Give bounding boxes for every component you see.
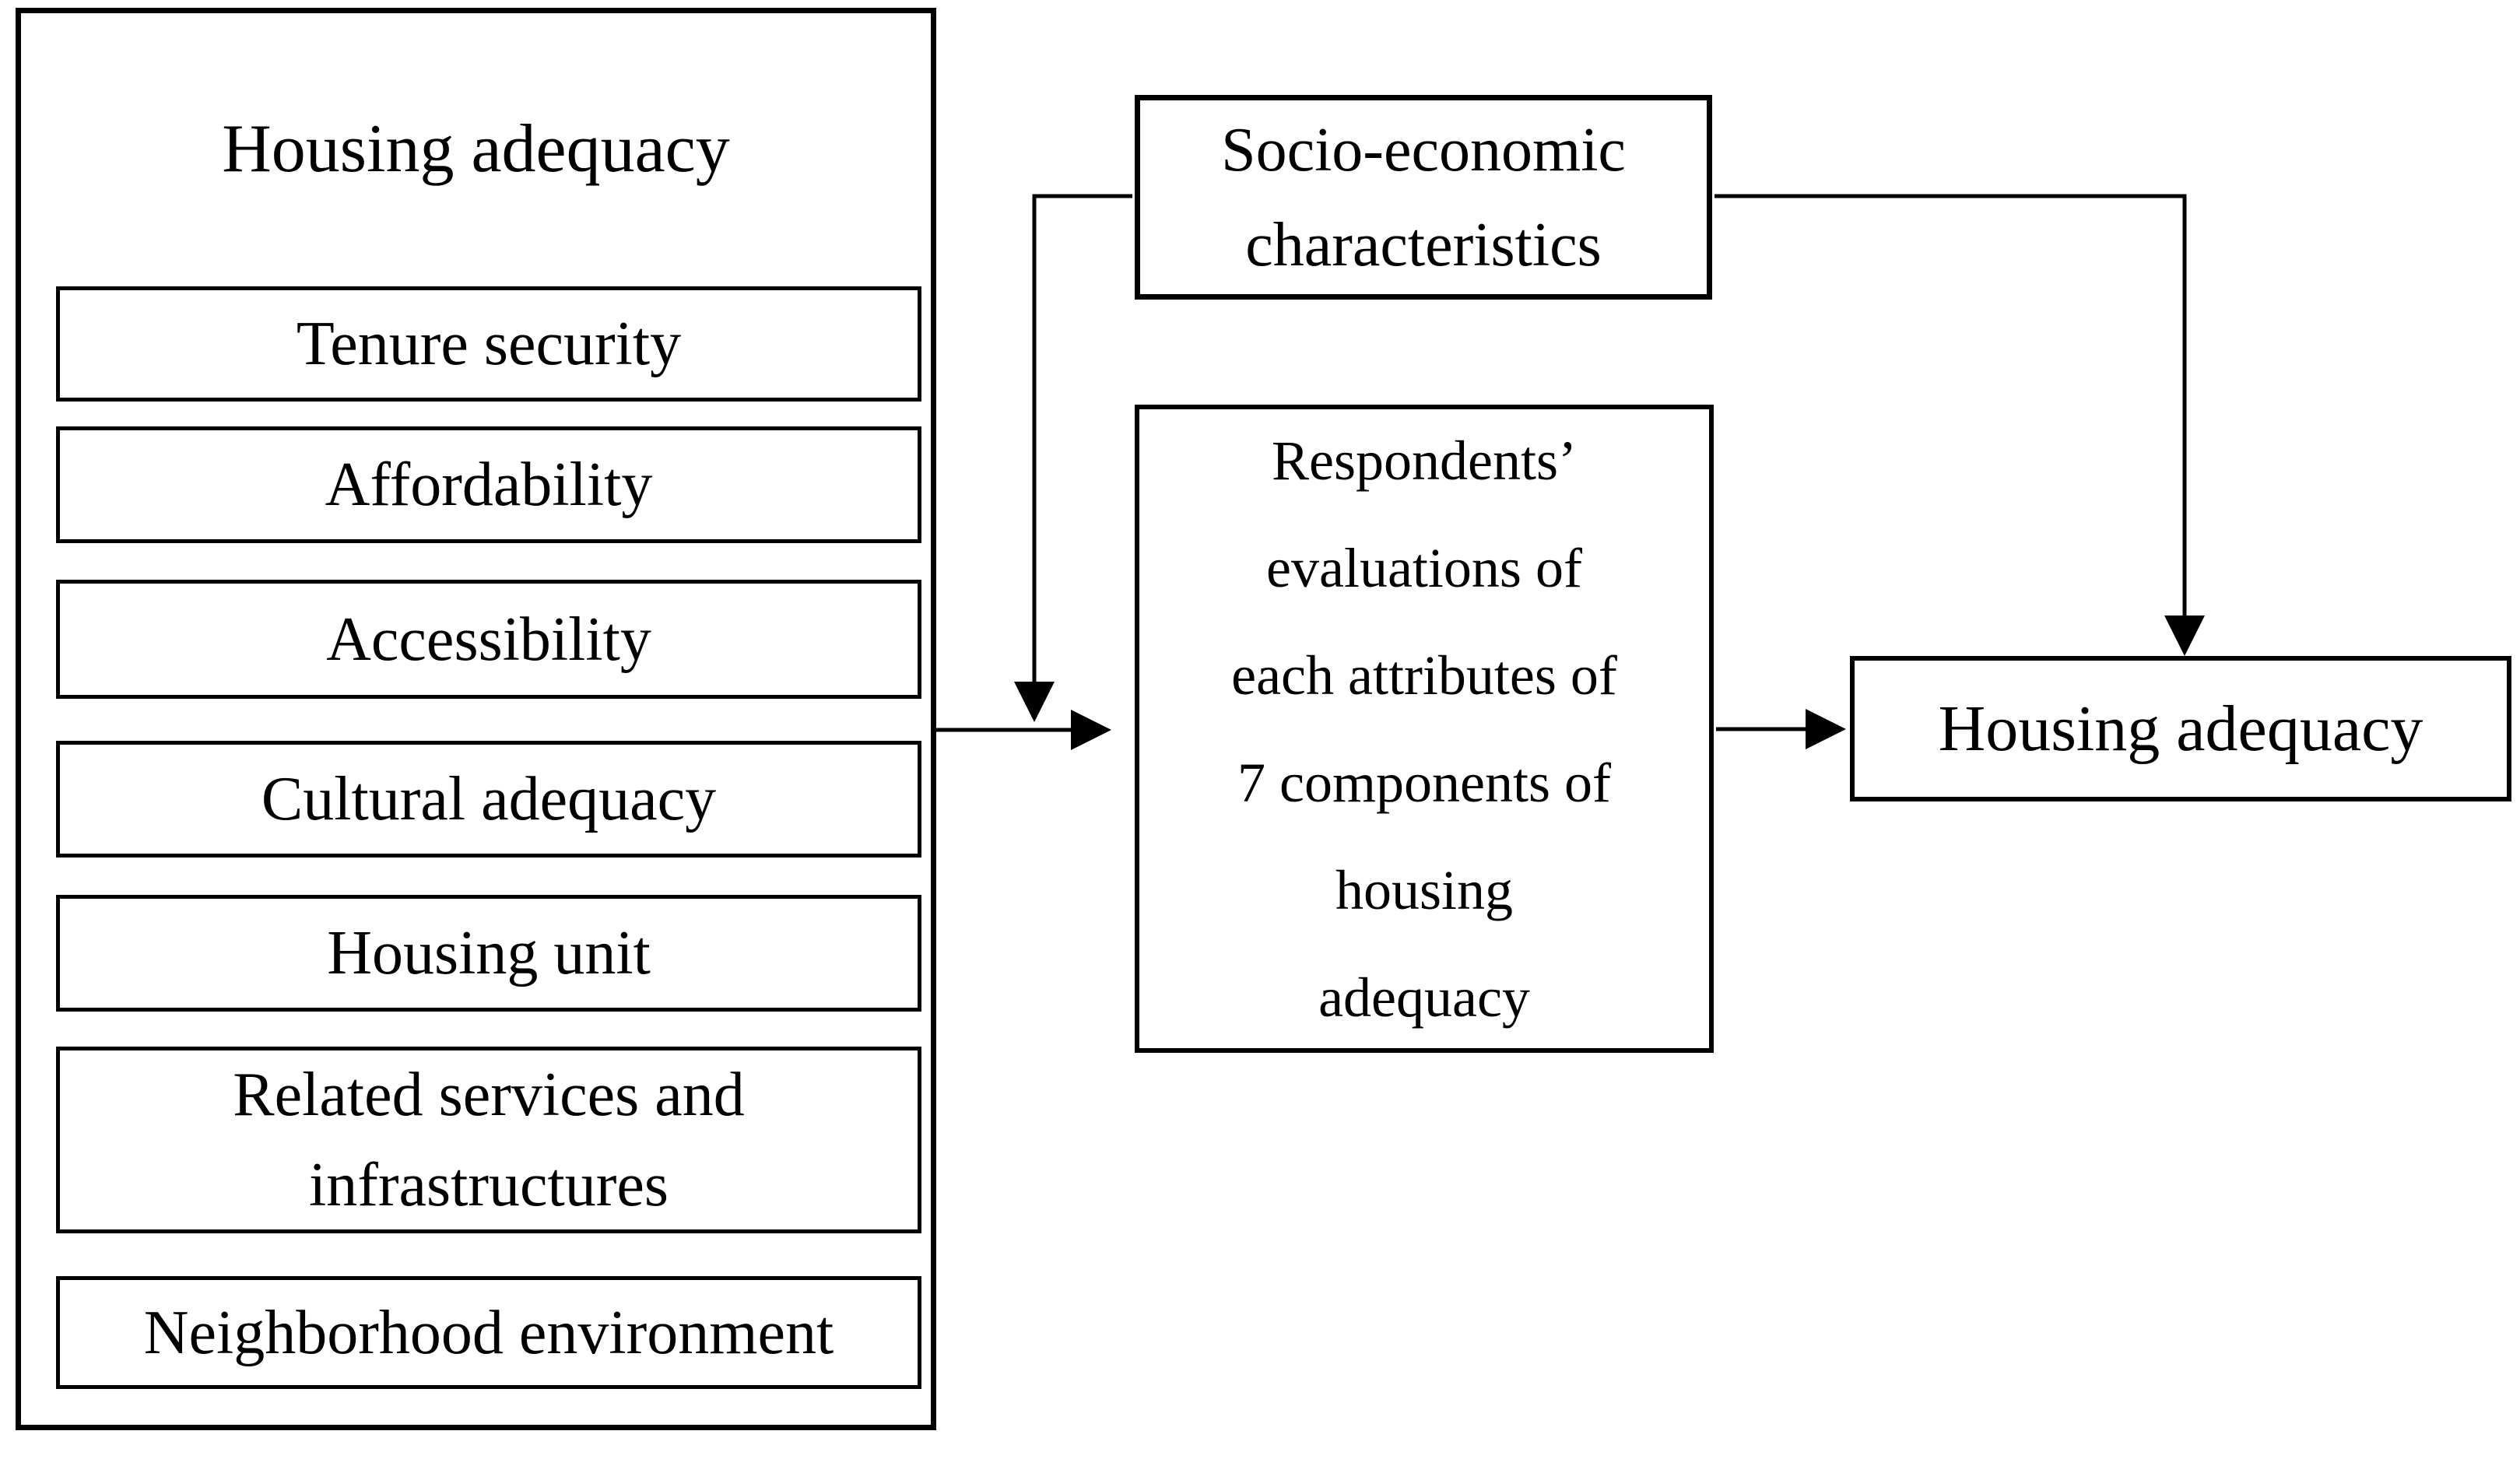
- component-label: Accessibility: [326, 605, 651, 674]
- arrow-components-to-evaluation-icon: [936, 710, 1111, 750]
- arrow-moderator-to-outcome-icon: [1715, 194, 2205, 656]
- component-box-cultural-adequacy: Cultural adequacy: [56, 741, 921, 858]
- component-label: Affordability: [325, 451, 653, 519]
- component-box-neighborhood-environment: Neighborhood environment: [56, 1276, 921, 1389]
- component-box-related-services: Related services and infrastructures: [56, 1047, 921, 1233]
- housing-adequacy-panel: [16, 8, 936, 1430]
- component-box-housing-unit: Housing unit: [56, 895, 921, 1012]
- arrow-evaluation-to-outcome-icon: [1716, 709, 1846, 749]
- component-box-accessibility: Accessibility: [56, 580, 921, 699]
- component-box-affordability: Affordability: [56, 426, 921, 543]
- component-label: Housing unit: [327, 919, 651, 987]
- socio-economic-box: Socio-economic characteristics: [1135, 95, 1712, 300]
- arrow-moderator-to-evaluation-path-icon: [1014, 194, 1132, 722]
- respondents-evaluation-label: Respondents’ evaluations of each attribu…: [1231, 429, 1617, 1029]
- component-label: Related services and infrastructures: [233, 1061, 745, 1219]
- component-label: Cultural adequacy: [261, 765, 717, 833]
- component-label: Neighborhood environment: [143, 1298, 834, 1367]
- housing-adequacy-outcome-label: Housing adequacy: [1938, 692, 2423, 765]
- component-label: Tenure security: [296, 310, 682, 378]
- panel-title: Housing adequacy: [222, 111, 730, 187]
- housing-adequacy-outcome-box: Housing adequacy: [1850, 656, 2511, 801]
- component-box-tenure-security: Tenure security: [56, 286, 921, 402]
- respondents-evaluation-box: Respondents’ evaluations of each attribu…: [1135, 405, 1714, 1053]
- socio-economic-label: Socio-economic characteristics: [1221, 115, 1626, 279]
